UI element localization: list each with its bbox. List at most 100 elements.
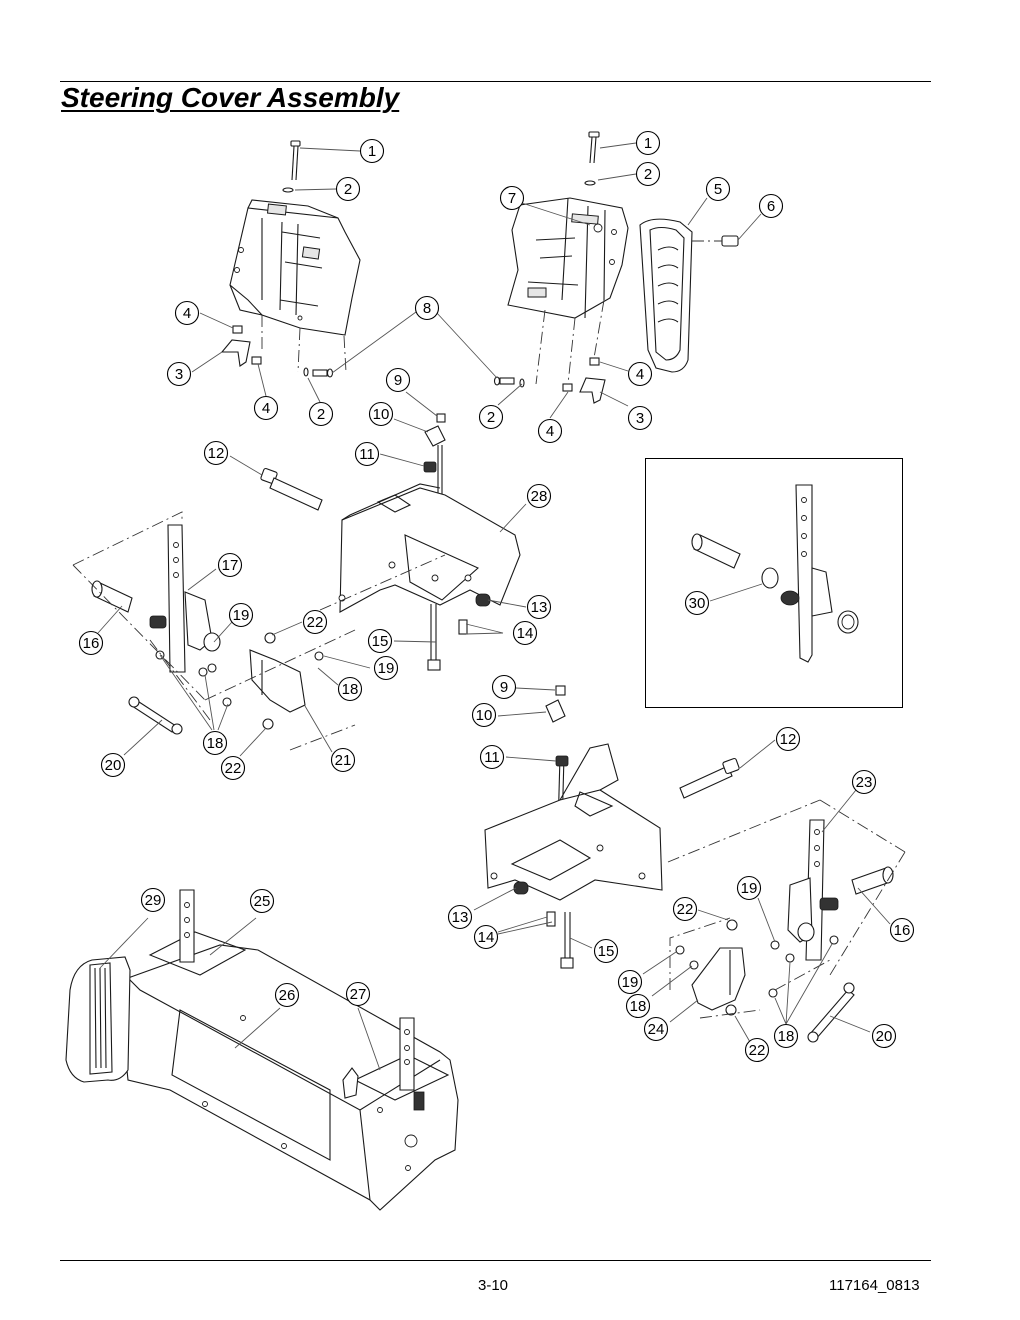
callout-label: 22 [225,760,242,777]
callout-18: 18 [625,993,651,1019]
callout-20: 20 [100,752,126,778]
callout-bubble [758,193,784,219]
callout-bubble [249,888,275,914]
callout-bubble [368,401,394,427]
linkage-left [128,632,324,735]
callout-label: 19 [233,607,250,624]
callout-14: 14 [473,924,499,950]
callout-label: 9 [500,679,508,696]
callout-label: 1 [368,143,376,160]
callout-label: 19 [741,880,758,897]
callout-label: 3 [636,410,644,427]
callout-bubble [684,590,710,616]
callout-label: 2 [317,406,325,423]
inset-detail [691,484,859,663]
callout-bubble [871,1023,897,1049]
callout-label: 24 [648,1021,665,1038]
callout-bubble [217,552,243,578]
linkage-right [675,919,855,1043]
callout-label: 6 [767,198,775,215]
callout-19: 19 [736,875,762,901]
callout-label: 7 [508,190,516,207]
callout-22: 22 [302,609,328,635]
callout-bubble [478,404,504,430]
callout-label: 28 [531,488,548,505]
callout-1: 1 [359,138,385,164]
callout-bubble [773,1023,799,1049]
callout-bubble [491,674,517,700]
callout-18: 18 [773,1023,799,1049]
bolt-12-right [679,757,740,799]
callout-label: 12 [208,445,225,462]
callout-9: 9 [491,674,517,700]
callout-label: 18 [778,1028,795,1045]
pivot-arm-left [91,524,221,673]
callout-12: 12 [203,440,229,466]
callout-10: 10 [368,401,394,427]
callout-4: 4 [253,395,279,421]
callout-bubble [202,730,228,756]
callout-15: 15 [593,938,619,964]
callout-label: 10 [476,707,493,724]
callout-label: 13 [531,599,548,616]
callout-27: 27 [345,981,371,1007]
callout-11: 11 [479,744,505,770]
switch-right [545,685,569,831]
callout-bubble [705,176,731,202]
page-number: 3-10 [478,1277,509,1294]
callout-5: 5 [705,176,731,202]
callout-bubble [736,875,762,901]
callout-20: 20 [871,1023,897,1049]
callout-bubble [447,904,473,930]
callout-label: 16 [894,922,911,939]
callout-bubble [512,620,538,646]
callout-bubble [302,609,328,635]
callout-label: 11 [484,749,500,766]
callout-bubble [274,982,300,1008]
callout-label: 4 [636,366,644,383]
frame-cover [65,956,131,1083]
top-rule [60,81,931,82]
callout-24: 24 [643,1016,669,1042]
page-title: Steering Cover Assembly [61,82,400,113]
callout-17: 17 [217,552,243,578]
bolt-left-top [282,140,301,193]
callout-bubble [78,630,104,656]
callout-4: 4 [174,300,200,326]
callout-13: 13 [526,594,552,620]
callout-bubble [359,138,385,164]
frame-upright-right [342,1017,415,1099]
callout-bubble [617,969,643,995]
callout-2: 2 [635,161,661,187]
callout-bubble [889,917,915,943]
callout-label: 3 [175,366,183,383]
callout-label: 13 [452,909,469,926]
callout-bubble [414,295,440,321]
callout-bubble [100,752,126,778]
callout-label: 8 [423,300,431,317]
callout-label: 21 [335,752,352,769]
clip-left [220,315,347,378]
callout-bubble [471,702,497,728]
callout-bubble [625,993,651,1019]
callout-16: 16 [78,630,104,656]
callout-label: 27 [350,986,367,1003]
bolt-right-top [584,131,600,186]
callout-label: 14 [478,929,495,946]
callout-bubble [174,300,200,326]
cover-bracket-right [507,197,629,319]
callout-label: 12 [780,731,797,748]
callout-label: 9 [394,372,402,389]
callout-bubble [385,367,411,393]
callout-label: 23 [856,774,873,791]
mount-bracket-left [338,483,521,635]
callout-bubble [373,655,399,681]
callout-bubble [337,676,363,702]
callout-10: 10 [471,702,497,728]
callout-label: 17 [222,557,239,574]
callout-18: 18 [202,730,228,756]
callout-bubble [166,361,192,387]
callout-bubble [140,887,166,913]
callout-2: 2 [308,401,334,427]
callout-16: 16 [889,917,915,943]
